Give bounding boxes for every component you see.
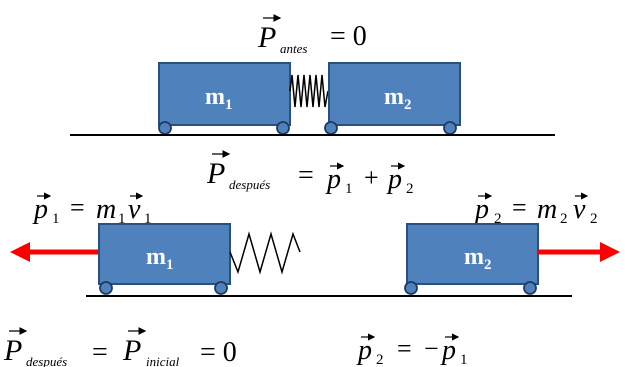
- subscript-despues: después: [26, 354, 67, 367]
- subscript: 1: [52, 211, 60, 227]
- cart-body: [98, 223, 231, 285]
- top-equation: P antes = 0: [257, 14, 367, 56]
- wheel-icon: [99, 281, 113, 295]
- equals-zero: = 0: [330, 21, 367, 52]
- cart-label: m1: [146, 244, 174, 273]
- released-spring: [229, 231, 301, 275]
- cart-body: [328, 62, 461, 126]
- momentum-symbol: P: [3, 334, 22, 367]
- cart-body: [158, 62, 291, 126]
- momentum-symbol: P: [257, 21, 276, 54]
- minus-sign: −: [424, 334, 439, 363]
- middle-equation: P después = p 1 + p 2: [206, 150, 414, 197]
- top-cart-2: m2: [324, 62, 461, 135]
- p-symbol: p: [325, 164, 341, 195]
- wheel-icon: [158, 121, 172, 135]
- equals-sign: =: [512, 193, 527, 222]
- subscript: 1: [345, 181, 353, 197]
- equals-sign: =: [70, 193, 85, 222]
- subscript: 2: [560, 211, 568, 227]
- p-symbol: p: [356, 335, 372, 366]
- wheel-icon: [523, 281, 537, 295]
- p-symbol: p: [386, 164, 402, 195]
- left-velocity-arrow: [10, 242, 99, 262]
- compressed-spring: [289, 74, 329, 108]
- m-symbol: m: [96, 194, 116, 225]
- subscript-despues: después: [229, 177, 270, 192]
- subscript-inicial: inicial: [146, 354, 180, 367]
- wheel-icon: [324, 121, 338, 135]
- wheel-icon: [276, 121, 290, 135]
- v-symbol: v: [128, 194, 141, 225]
- v-symbol: v: [573, 194, 586, 225]
- conservation-equation: P después = P inicial = 0: [3, 327, 237, 367]
- subscript: 1: [144, 211, 152, 227]
- subscript-antes: antes: [280, 41, 307, 56]
- equals-sign: =: [92, 337, 108, 367]
- momentum-symbol: P: [122, 334, 141, 367]
- momentum-relation: p 2 = − p 1: [356, 333, 468, 367]
- subscript: 2: [590, 211, 598, 227]
- equals-sign: =: [298, 160, 314, 191]
- momentum-symbol: P: [206, 157, 225, 190]
- cart-label: m2: [464, 244, 492, 273]
- cart-label: m1: [205, 84, 233, 113]
- subscript: 2: [406, 181, 414, 197]
- wheel-icon: [404, 281, 418, 295]
- equals-zero: = 0: [200, 337, 237, 367]
- left-momentum-label: p 1 = m 1 v 1: [32, 192, 152, 227]
- bottom-cart-1: m1: [98, 223, 231, 295]
- subscript: 2: [376, 352, 384, 367]
- p-symbol: p: [32, 194, 48, 225]
- wheel-icon: [443, 121, 457, 135]
- right-momentum-label: p 2 = m 2 v 2: [473, 192, 598, 227]
- m-symbol: m: [537, 194, 557, 225]
- p-symbol: p: [440, 335, 456, 366]
- equals-sign: =: [397, 334, 412, 363]
- subscript: 1: [118, 211, 126, 227]
- subscript: 2: [494, 211, 502, 227]
- arrow-left-icon: [10, 242, 30, 262]
- p-symbol: p: [473, 194, 489, 225]
- plus-sign: +: [364, 163, 379, 192]
- subscript: 1: [460, 352, 468, 367]
- wheel-icon: [214, 281, 228, 295]
- right-velocity-arrow: [538, 242, 620, 262]
- arrow-right-icon: [600, 242, 620, 262]
- cart-label: m2: [384, 84, 412, 113]
- bottom-cart-2: m2: [404, 223, 539, 295]
- top-cart-1: m1: [158, 62, 291, 135]
